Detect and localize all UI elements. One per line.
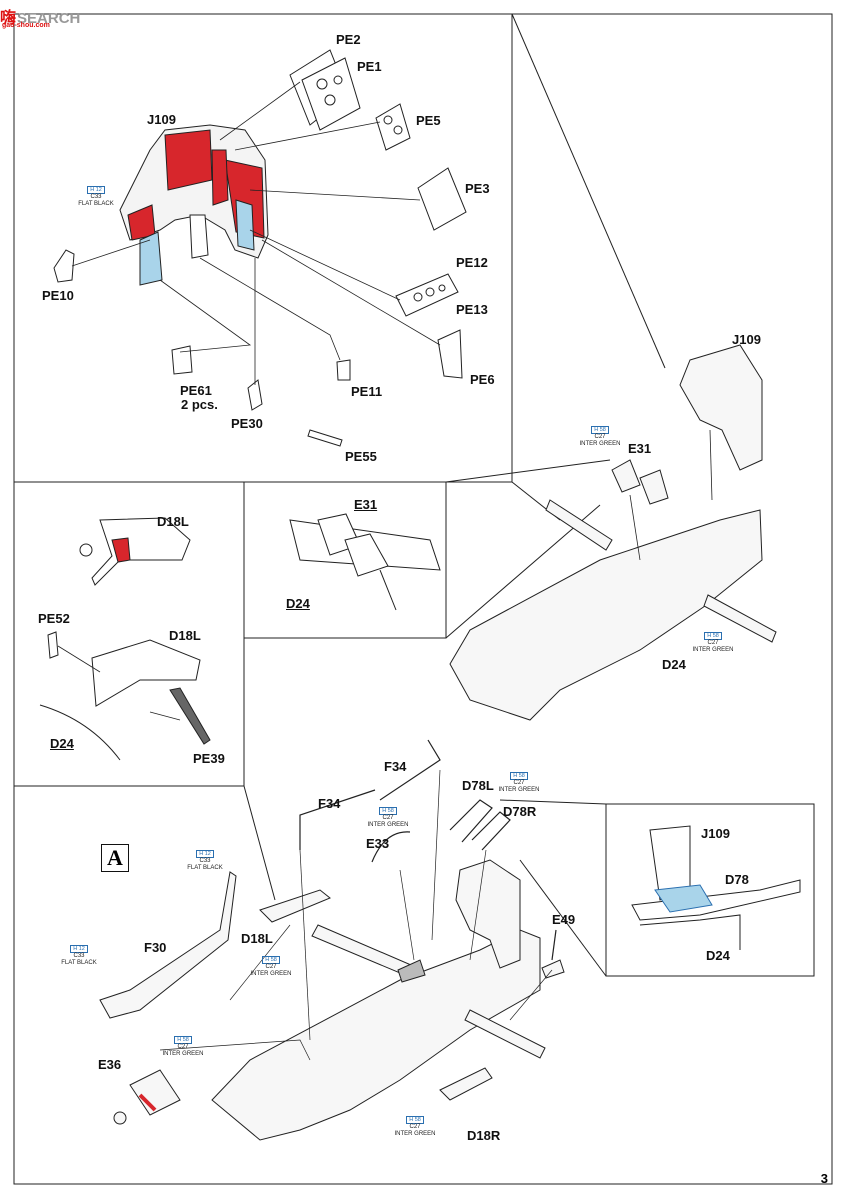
- label-d78-inset: D78: [725, 872, 749, 887]
- label-pe6: PE6: [470, 372, 495, 387]
- label-d78l: D78L: [462, 778, 494, 793]
- paint-c-code: C27: [382, 815, 394, 821]
- paint-callout-flat-black-bottom-b: H 12 C33 FLAT BLACK: [58, 945, 100, 967]
- paint-name: FLAT BLACK: [187, 865, 223, 871]
- paint-h-code: H 58: [704, 632, 722, 640]
- label-d24-right: D24: [662, 657, 686, 672]
- bottom-floor-assembly: [99, 859, 565, 1141]
- paint-callout-inter-green-right-b: H 58 C27 INTER GREEN: [688, 632, 738, 654]
- paint-name: FLAT BLACK: [78, 201, 114, 207]
- label-d18l-bottom: D18L: [241, 931, 273, 946]
- floor-assembly-right: [449, 344, 777, 721]
- paint-callout-inter-green-bottom-c: H 58 C27 INTER GREEN: [494, 772, 544, 794]
- label-pe12: PE12: [456, 255, 488, 270]
- paint-c-code: C27: [177, 1044, 189, 1050]
- paint-h-code: H 58: [379, 807, 397, 815]
- watermark-english: SEARCH: [17, 10, 81, 27]
- label-pe11: PE11: [351, 384, 383, 399]
- paint-h-code: H 58: [174, 1036, 192, 1044]
- top-callout-frame: [14, 13, 513, 483]
- step-a-marker: A: [101, 844, 129, 872]
- paint-c-code: C33: [199, 858, 211, 864]
- inset-detail-frame: [605, 803, 815, 977]
- mid-detail-parts: [289, 513, 441, 611]
- paint-callout-flat-black-bottom-a: H 12 C33 FLAT BLACK: [184, 850, 226, 872]
- label-f34-a: F34: [384, 759, 407, 774]
- paint-h-code: H 12: [70, 945, 88, 953]
- inset-detail-parts: [631, 825, 801, 950]
- leader-lines-top: [71, 81, 441, 385]
- paint-h-code: H 12: [196, 850, 214, 858]
- label-pe5: PE5: [416, 113, 441, 128]
- paint-callout-inter-green-bottom-b: H 58 C27 INTER GREEN: [363, 807, 413, 829]
- paint-c-code: C27: [513, 780, 525, 786]
- paint-h-code: H 12: [87, 186, 105, 194]
- pe-parts-top: [53, 49, 467, 447]
- paint-c-code: C27: [265, 964, 277, 970]
- label-pe3: PE3: [465, 181, 490, 196]
- page-number: 3: [820, 1171, 828, 1186]
- label-d24-inset: D24: [706, 948, 730, 963]
- paint-name: INTER GREEN: [692, 647, 734, 653]
- label-j109-inset: J109: [701, 826, 730, 841]
- paint-h-code: H 58: [510, 772, 528, 780]
- paint-c-code: C27: [707, 640, 719, 646]
- paint-callout-inter-green-bottom-d: H 58 C27 INTER GREEN: [158, 1036, 208, 1058]
- label-d18l-b: D18L: [169, 628, 201, 643]
- paint-name: INTER GREEN: [579, 441, 621, 447]
- label-pe61: PE61: [180, 383, 212, 398]
- label-e36: E36: [98, 1057, 122, 1072]
- label-d24-mid: D24: [286, 596, 310, 611]
- paint-callout-flat-black-top: H 12 C33 FLAT BLACK: [76, 186, 116, 208]
- bottom-leader-lines: [159, 769, 553, 1061]
- paint-name: INTER GREEN: [394, 1131, 436, 1137]
- paint-name: FLAT BLACK: [61, 960, 97, 966]
- label-pe10: PE10: [42, 288, 74, 303]
- label-pe39: PE39: [193, 751, 225, 766]
- label-j109-top: J109: [147, 112, 176, 127]
- label-d24-left: D24: [50, 736, 74, 751]
- label-pe13: PE13: [456, 302, 488, 317]
- label-e31-right: E31: [628, 441, 652, 456]
- left-detail-parts: [39, 517, 211, 761]
- label-j109-right: J109: [732, 332, 761, 347]
- paint-h-code: H 58: [262, 956, 280, 964]
- label-pe2: PE2: [336, 32, 361, 47]
- label-pe30: PE30: [231, 416, 263, 431]
- watermark-chinese: 嗨: [0, 10, 16, 27]
- mid-detail-frame: [243, 481, 447, 639]
- paint-c-code: C27: [594, 434, 606, 440]
- label-e49: E49: [552, 912, 576, 927]
- paint-h-code: H 58: [591, 426, 609, 434]
- paint-callout-inter-green-right-a: H 58 C27 INTER GREEN: [575, 426, 625, 448]
- paint-name: INTER GREEN: [498, 787, 540, 793]
- paint-c-code: C27: [409, 1124, 421, 1130]
- paint-name: INTER GREEN: [367, 822, 409, 828]
- label-d18r: D18R: [467, 1128, 501, 1143]
- label-pe1: PE1: [357, 59, 382, 74]
- paint-name: INTER GREEN: [162, 1051, 204, 1057]
- watermark-url: gao-shou.com: [2, 22, 50, 29]
- label-pe52: PE52: [38, 611, 70, 626]
- paint-c-code: C33: [73, 953, 85, 959]
- paint-callout-inter-green-bottom-e: H 58 C27 INTER GREEN: [390, 1116, 440, 1138]
- instrument-panel-j109: [119, 124, 269, 286]
- label-e33: E33: [366, 836, 390, 851]
- label-e31-mid: E31: [354, 497, 378, 512]
- paint-name: INTER GREEN: [250, 971, 292, 977]
- bottom-small-parts: [299, 739, 557, 961]
- paint-callout-inter-green-bottom-a: H 58 C27 INTER GREEN: [246, 956, 296, 978]
- paint-h-code: H 58: [406, 1116, 424, 1124]
- label-f34-b: F34: [318, 796, 341, 811]
- label-d18l-a: D18L: [157, 514, 189, 529]
- label-pe55: PE55: [345, 449, 377, 464]
- paint-c-code: C33: [90, 194, 102, 200]
- label-pe61-qty: 2 pcs.: [181, 397, 218, 412]
- label-d78r: D78R: [503, 804, 537, 819]
- label-f30: F30: [144, 940, 167, 955]
